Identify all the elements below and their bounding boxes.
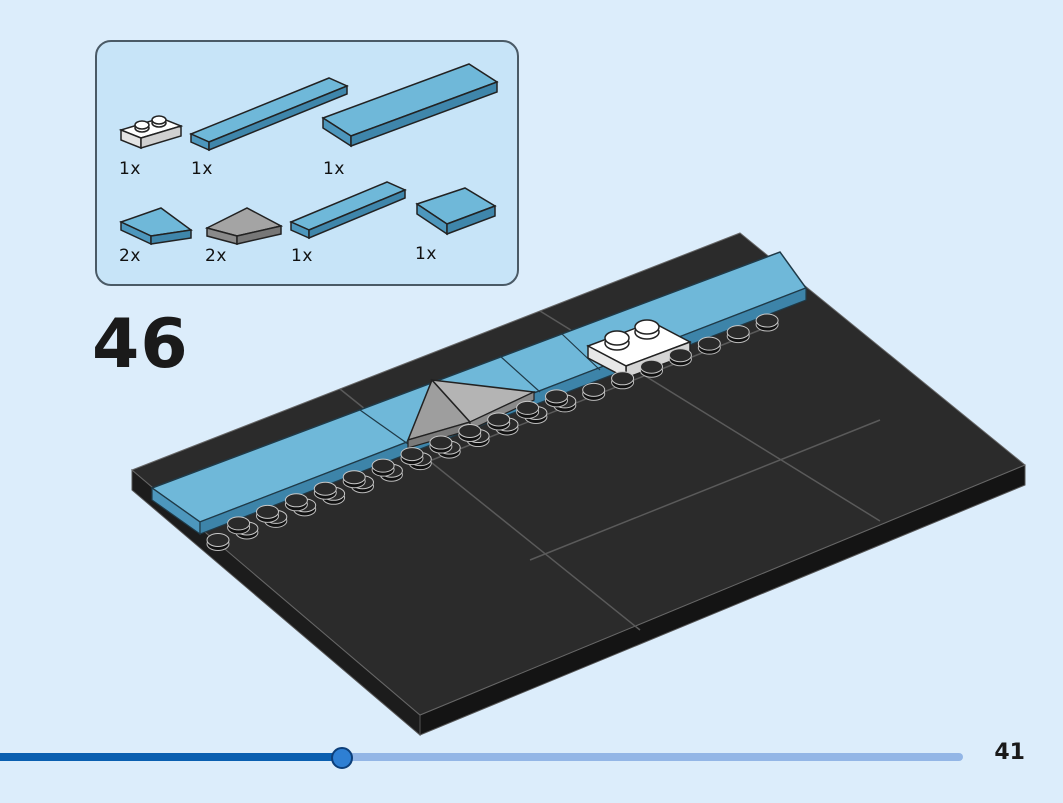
blue-tile-1x6-icon [189, 77, 349, 152]
progress-fill [0, 753, 342, 761]
part-quantity: 2x [205, 246, 227, 266]
stud-top [206, 533, 230, 547]
part-quantity: 1x [415, 244, 437, 264]
stud-top [429, 435, 453, 450]
stud-top [342, 470, 366, 485]
stud-top [400, 447, 424, 462]
part-quantity: 1x [191, 159, 213, 179]
blue-wedge-tile-icon [119, 207, 193, 246]
part-quantity: 1x [291, 246, 313, 266]
stud-top [640, 359, 663, 374]
parts-callout: 1x 1x 1x 2x 2x 1x 1x [95, 40, 519, 286]
stud-top [582, 382, 606, 397]
stud-top [313, 481, 337, 496]
stud-top [284, 493, 308, 508]
stud-top [458, 424, 482, 438]
gray-wedge-tile-icon [204, 207, 284, 245]
stud-top [726, 325, 750, 340]
stud-top [516, 400, 540, 415]
progress-indicator [331, 747, 353, 769]
blue-tile-1x4-icon [289, 181, 407, 240]
stud-top [545, 389, 568, 404]
page-number: 41 [994, 740, 1025, 765]
stud-top [697, 336, 721, 351]
blue-tile-2x2-icon [415, 187, 497, 236]
baseplate-studs [206, 313, 779, 551]
stud-top [755, 313, 779, 328]
step-number: 46 [92, 305, 189, 384]
part-quantity: 1x [323, 159, 345, 179]
white-plate-1x2-icon [118, 115, 184, 150]
stud-top [371, 458, 395, 473]
progress-bar [0, 747, 965, 769]
part-quantity: 2x [119, 246, 141, 266]
stud-top [668, 348, 692, 363]
stud-top [227, 516, 251, 531]
progress-track [0, 753, 963, 761]
blue-tile-2x6-icon [321, 63, 499, 148]
part-quantity: 1x [119, 159, 141, 179]
stud-top [487, 412, 511, 427]
stud-top [611, 371, 635, 386]
stud-top [256, 504, 279, 519]
